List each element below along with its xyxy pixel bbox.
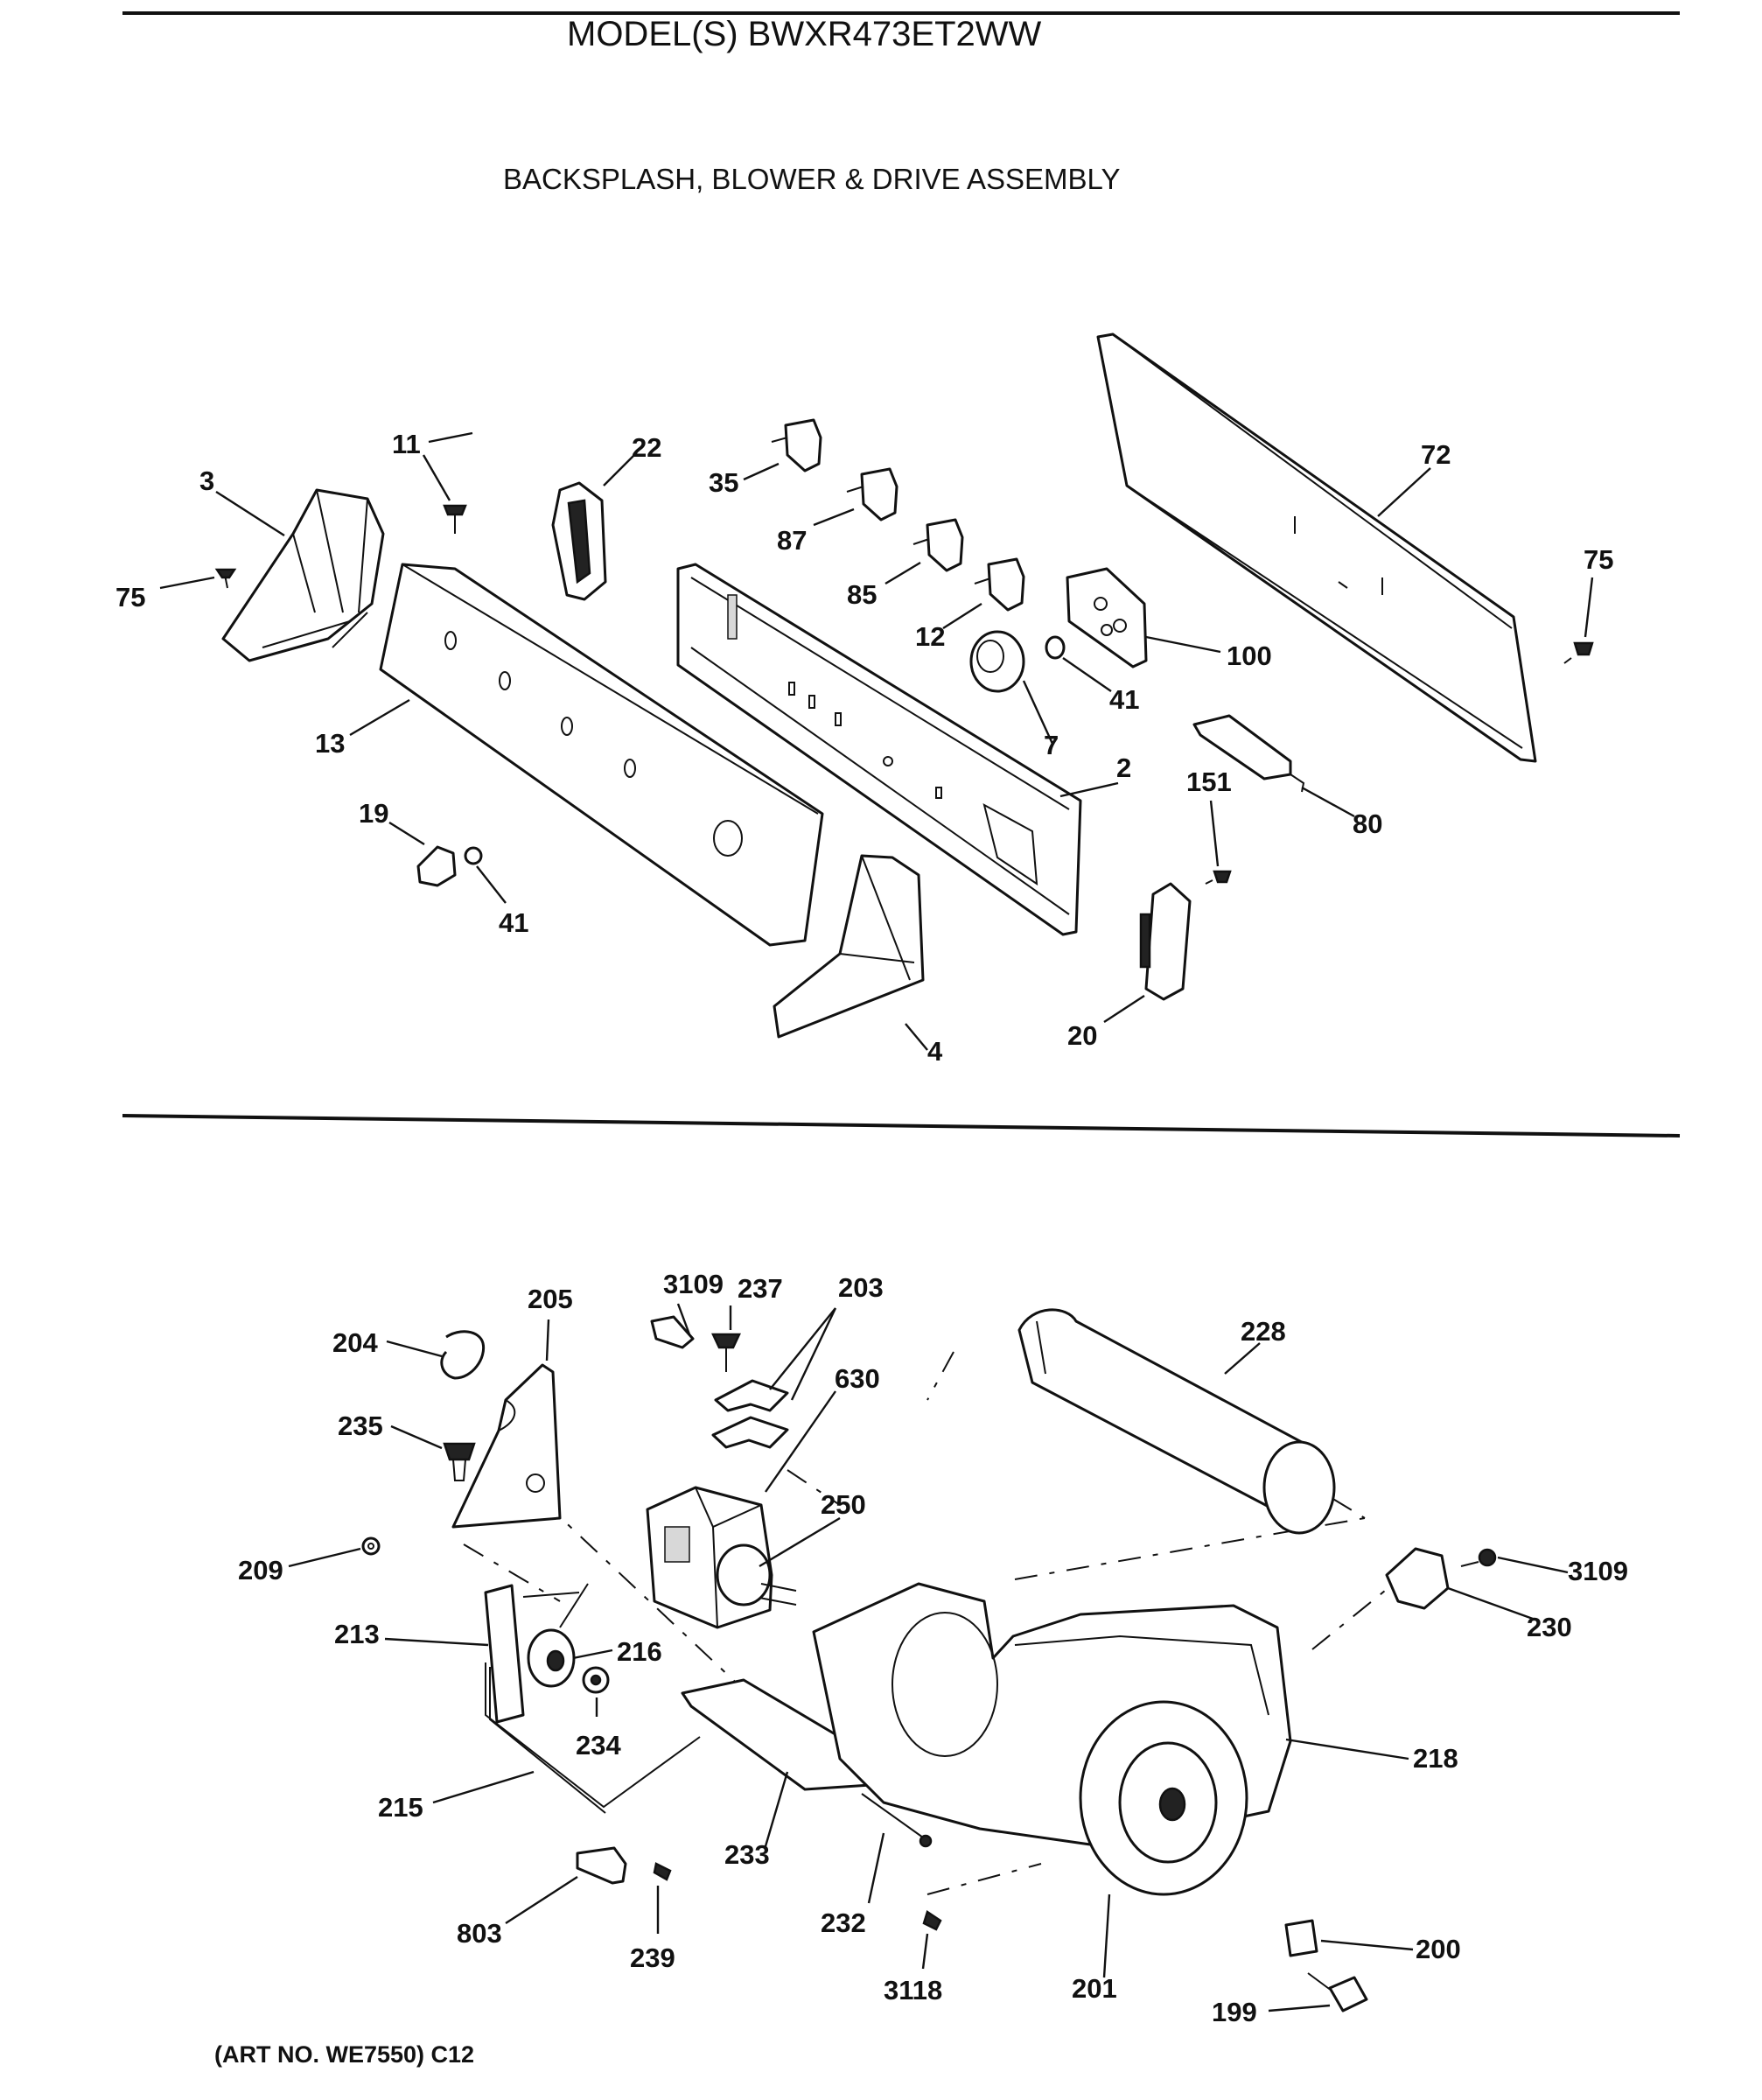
callout-235: 235 <box>338 1410 383 1441</box>
callout-19: 19 <box>359 798 388 829</box>
upper-callouts: 3 75 11 22 13 19 41 35 87 85 12 7 41 2 4… <box>115 429 1613 1067</box>
section-divider <box>122 1114 1681 1138</box>
part-203-motor-straps <box>711 1379 789 1449</box>
part-4-end-cap <box>773 854 925 1039</box>
callout-205: 205 <box>528 1284 573 1314</box>
part-235-screw <box>443 1442 476 1481</box>
callout-7: 7 <box>1044 730 1059 760</box>
part-201-blower-wheel <box>1079 1700 1248 1896</box>
part-232-rod <box>861 1793 933 1848</box>
part-216-idler-pulley <box>527 1583 589 1688</box>
part-215-spring-rod <box>485 1662 701 1814</box>
part-3109-bushing-right <box>1460 1548 1497 1567</box>
callout-216: 216 <box>617 1636 662 1667</box>
part-803-switch <box>576 1846 627 1885</box>
lower-section: 204 205 235 209 213 216 234 215 803 239 … <box>238 1269 1628 2027</box>
part-250-drive-motor <box>646 1486 797 1629</box>
callout-3109-top: 3109 <box>663 1269 724 1299</box>
part-19-knob <box>416 845 457 887</box>
part-22-bracket <box>551 481 607 601</box>
callout-204: 204 <box>332 1327 378 1358</box>
callout-233: 233 <box>724 1839 770 1870</box>
part-85-switch <box>912 518 964 572</box>
callout-237: 237 <box>738 1273 783 1304</box>
part-3109-bushing-top <box>650 1315 695 1349</box>
callout-200: 200 <box>1416 1934 1461 1964</box>
part-200-clip <box>1284 1919 1318 1957</box>
part-7-timer-knob <box>969 630 1025 693</box>
part-20-end-cap <box>1139 882 1192 1001</box>
upper-leader-lines <box>159 431 1594 1051</box>
part-75-screw-right <box>1563 641 1594 664</box>
part-3-end-cap <box>221 488 385 662</box>
part-199-screw <box>1307 1972 1368 2012</box>
callout-630: 630 <box>835 1363 880 1394</box>
callout-232: 232 <box>821 1908 866 1938</box>
part-239-screw <box>653 1862 672 1881</box>
callout-201: 201 <box>1072 1973 1117 2004</box>
part-205-bracket <box>451 1363 562 1529</box>
callout-75-right: 75 <box>1584 544 1613 575</box>
callout-72: 72 <box>1421 439 1451 470</box>
part-213-idler-arm <box>484 1584 580 1724</box>
callout-41-left: 41 <box>499 907 528 938</box>
part-75-screw-left <box>214 568 237 589</box>
lower-leader-lines <box>288 1303 1569 2012</box>
part-151-screw <box>1205 870 1232 885</box>
part-204-clip <box>440 1330 486 1380</box>
callout-239: 239 <box>630 1942 675 1973</box>
callout-209: 209 <box>238 1555 283 1586</box>
callout-228: 228 <box>1241 1316 1286 1347</box>
part-12-switch <box>974 557 1025 612</box>
callout-3118: 3118 <box>884 1975 942 2006</box>
part-41-spring-left <box>464 846 483 865</box>
part-11-screw <box>443 504 467 534</box>
callout-22: 22 <box>632 432 661 463</box>
part-237-screw <box>711 1333 741 1372</box>
part-41-spring-right <box>1045 635 1066 660</box>
callout-41-right: 41 <box>1109 684 1139 715</box>
callout-151: 151 <box>1186 766 1232 797</box>
callout-100: 100 <box>1227 640 1272 671</box>
callout-35: 35 <box>709 467 738 498</box>
part-35-switch <box>771 418 822 472</box>
callout-75-left: 75 <box>115 582 145 612</box>
callout-213: 213 <box>334 1619 380 1649</box>
callout-80: 80 <box>1353 808 1382 839</box>
upper-section: 3 75 11 22 13 19 41 35 87 85 12 7 41 2 4… <box>115 332 1613 1067</box>
part-100-timer <box>1066 567 1148 668</box>
part-228-exhaust-duct <box>1017 1308 1336 1535</box>
assembly-title: BACKSPLASH, BLOWER & DRIVE ASSEMBLY <box>503 163 1120 195</box>
part-209-nut <box>361 1536 381 1556</box>
callout-3: 3 <box>199 466 214 496</box>
callout-20: 20 <box>1067 1020 1097 1051</box>
callout-230: 230 <box>1527 1612 1572 1642</box>
part-230-bracket <box>1385 1547 1450 1610</box>
callout-803: 803 <box>457 1918 502 1949</box>
callout-215: 215 <box>378 1792 423 1823</box>
part-3118-screw <box>922 1910 942 1931</box>
callout-203: 203 <box>838 1272 884 1303</box>
callout-12: 12 <box>915 621 945 652</box>
callout-4: 4 <box>927 1036 943 1067</box>
callout-218: 218 <box>1413 1743 1458 1774</box>
art-number: (ART NO. WE7550) C12 <box>214 2041 474 2068</box>
callout-199: 199 <box>1212 1997 1257 2027</box>
part-13-backsplash-panel <box>379 563 824 947</box>
callout-87: 87 <box>777 525 807 556</box>
callout-3109-right: 3109 <box>1568 1556 1628 1586</box>
callout-85: 85 <box>847 579 877 610</box>
callout-234: 234 <box>576 1730 621 1760</box>
callout-250: 250 <box>821 1489 866 1520</box>
lower-callouts: 204 205 235 209 213 216 234 215 803 239 … <box>238 1269 1628 2027</box>
callout-2: 2 <box>1116 752 1131 783</box>
part-234-washer <box>582 1666 610 1694</box>
part-2-console-frame <box>676 563 1082 936</box>
callout-11: 11 <box>392 429 421 459</box>
part-87-switch <box>846 467 898 522</box>
part-72-rear-panel <box>1096 332 1537 763</box>
callout-13: 13 <box>315 728 345 759</box>
model-title: MODEL(S) BWXR473ET2WW <box>567 15 1042 53</box>
